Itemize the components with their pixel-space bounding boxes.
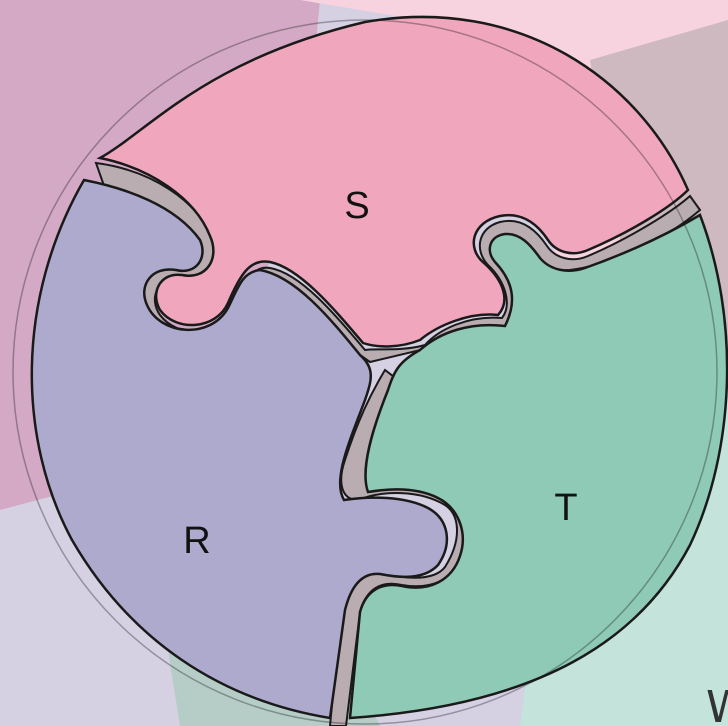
- piece-label-t: T: [554, 487, 577, 529]
- piece-label-s: S: [344, 185, 369, 227]
- piece-label-r: R: [183, 520, 210, 562]
- corner-text: W: [706, 682, 728, 726]
